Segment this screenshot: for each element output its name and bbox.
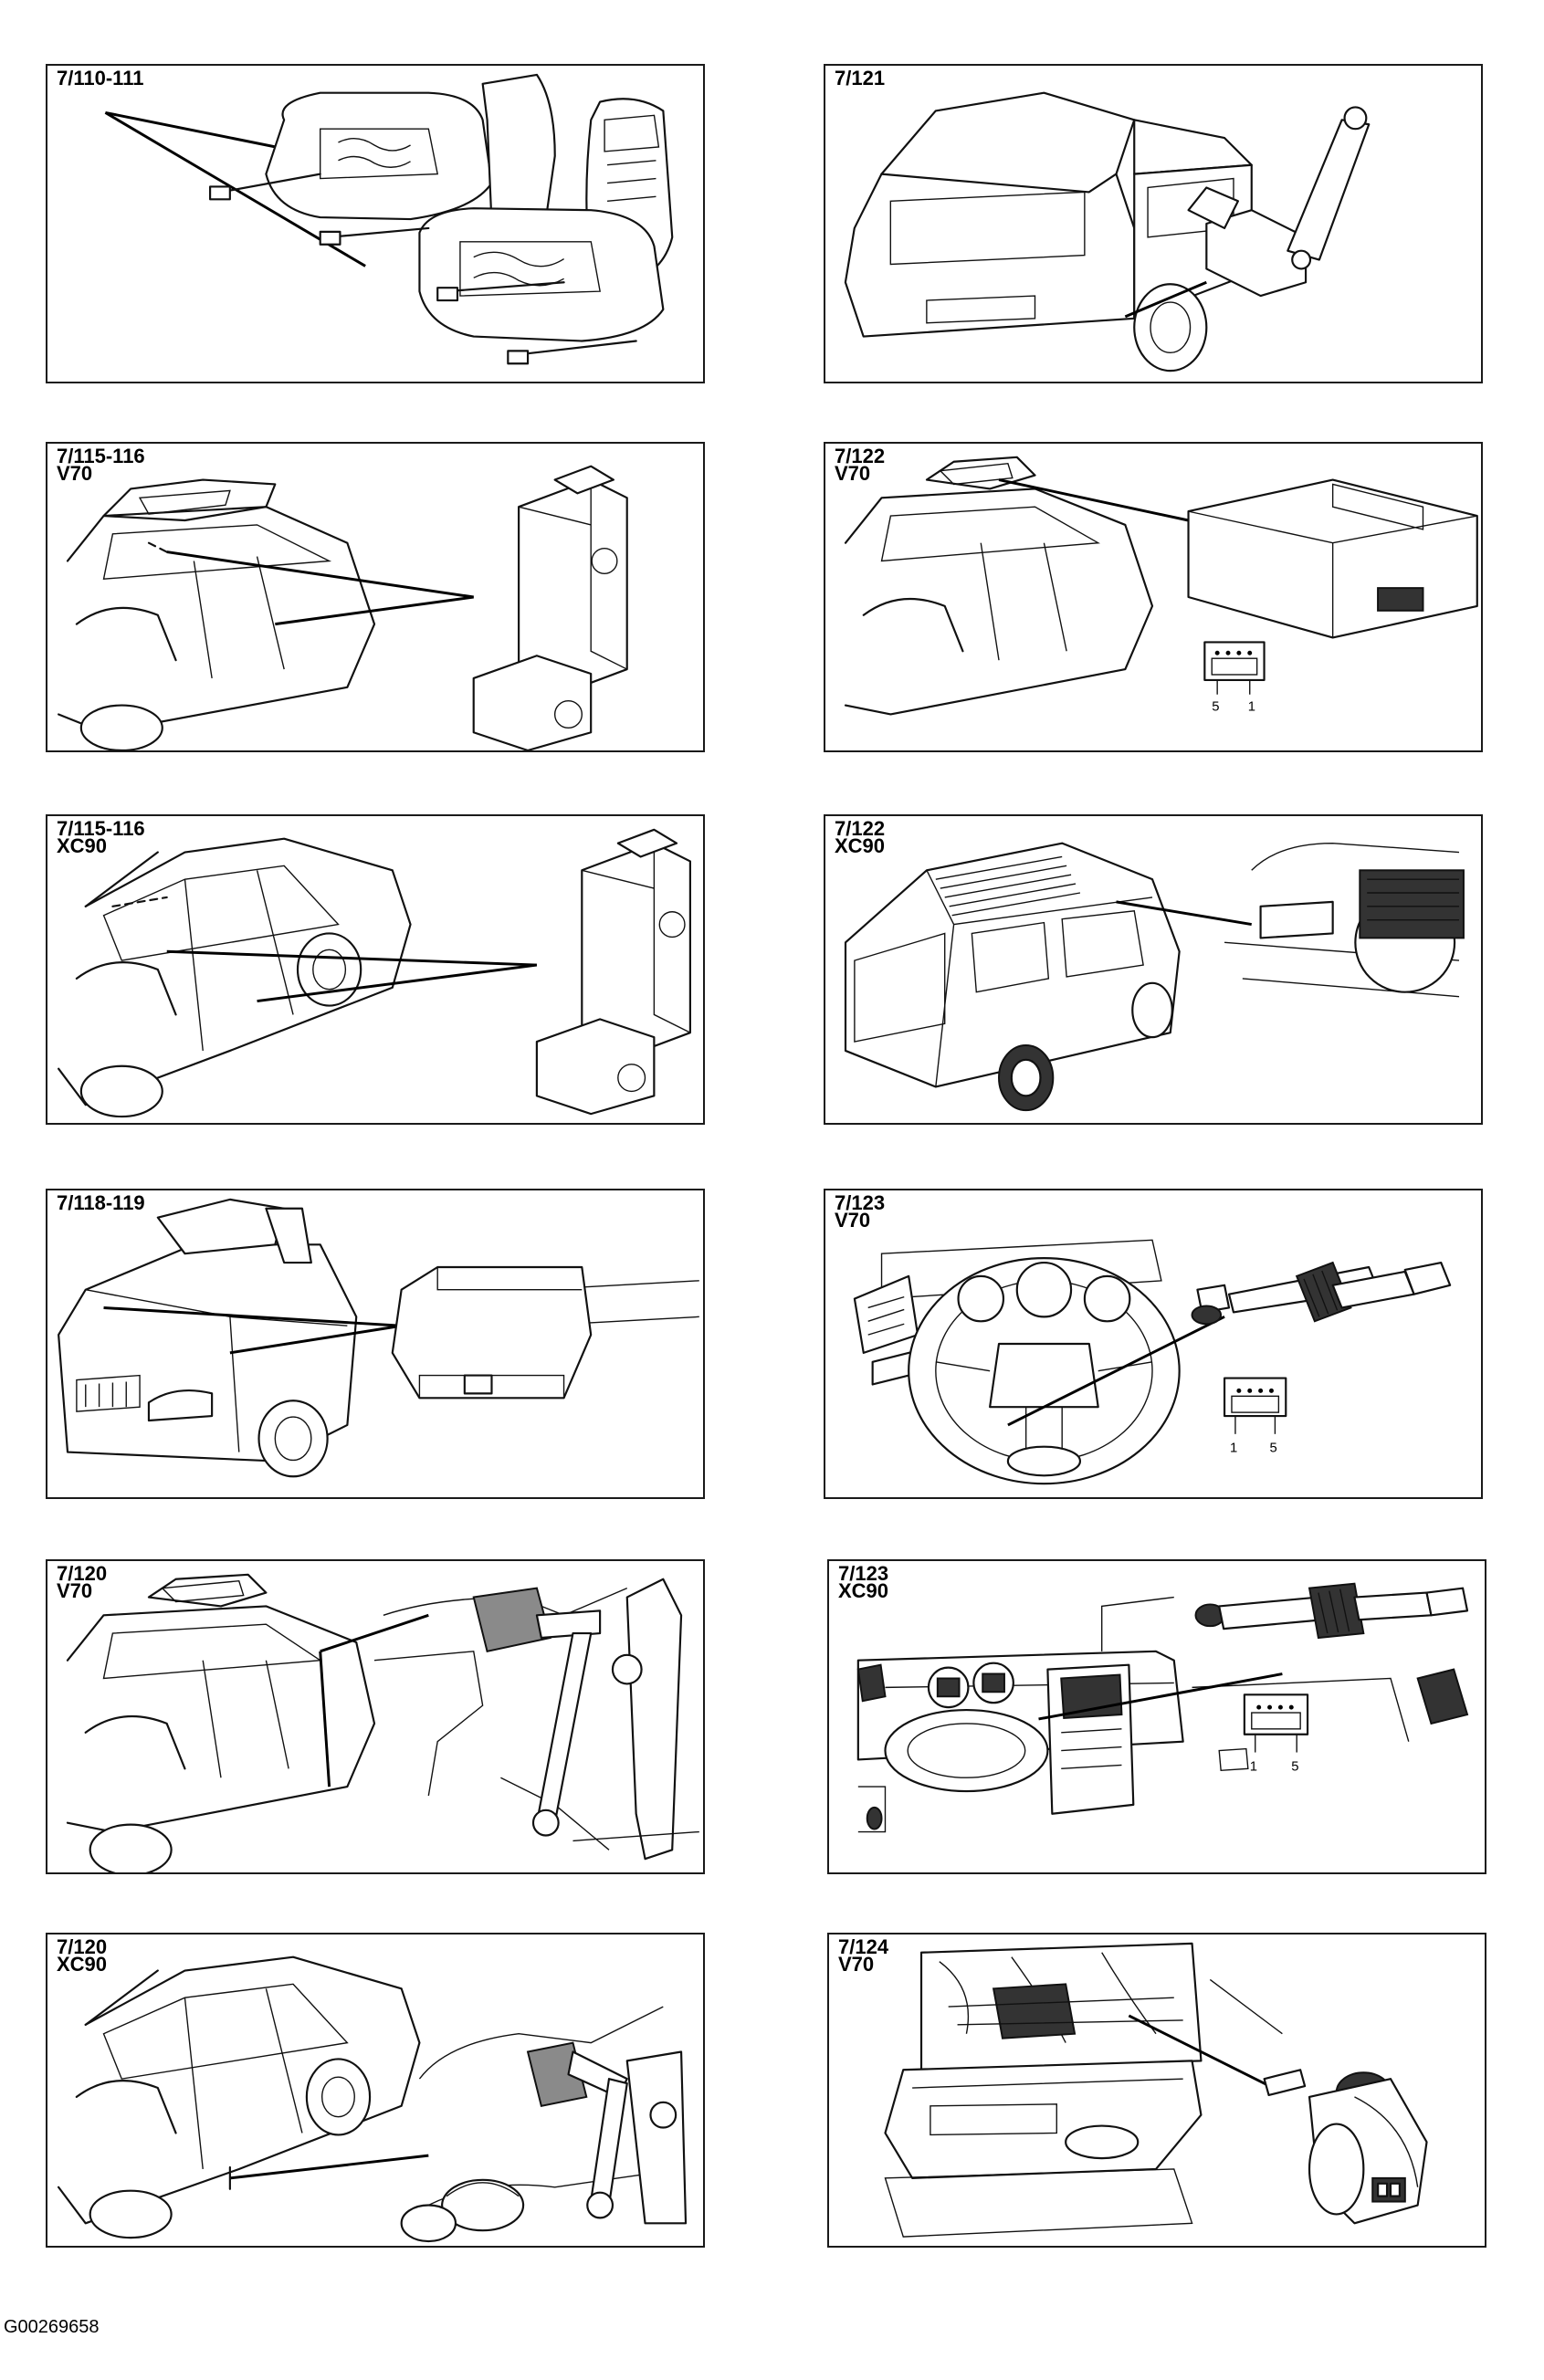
v70-interior-illustration bbox=[58, 465, 628, 750]
xc90-interior-illustration bbox=[58, 828, 691, 1118]
panel-label: 7/118-119 bbox=[57, 1191, 145, 1214]
pin-label: 1 bbox=[1248, 700, 1255, 715]
v70-module-illustration: 5 1 bbox=[844, 456, 1478, 716]
pin-label: 1 bbox=[1230, 1442, 1237, 1456]
xc90-level-illustration bbox=[57, 1955, 688, 2243]
seat-illustration bbox=[104, 73, 674, 365]
xc90-dashboard-illustration: 1 5 bbox=[856, 1582, 1469, 1833]
panel-seat-heating: 7/110-111 bbox=[46, 64, 705, 383]
panel-front-module: 7/118-119 bbox=[46, 1189, 705, 1499]
v70-engine-illustration bbox=[884, 1942, 1428, 2238]
v70-steering-illustration: 1 5 bbox=[853, 1239, 1452, 1485]
pin-label: 5 bbox=[1212, 700, 1219, 715]
pin-label: 1 bbox=[1250, 1759, 1257, 1774]
v70-level-illustration bbox=[66, 1573, 699, 1872]
rear-sensor-illustration bbox=[844, 91, 1371, 372]
xc90-roof-illustration bbox=[844, 842, 1465, 1112]
image-code: G00269658 bbox=[4, 2317, 100, 2337]
pin-label: 5 bbox=[1291, 1759, 1298, 1774]
panel-label: 7/121 bbox=[835, 67, 886, 89]
pin-label: 5 bbox=[1269, 1442, 1276, 1456]
front-module-illustration bbox=[58, 1198, 699, 1478]
panel-label: 7/110-111 bbox=[57, 67, 144, 89]
panel-level-sensor: 7/121 bbox=[824, 64, 1483, 383]
